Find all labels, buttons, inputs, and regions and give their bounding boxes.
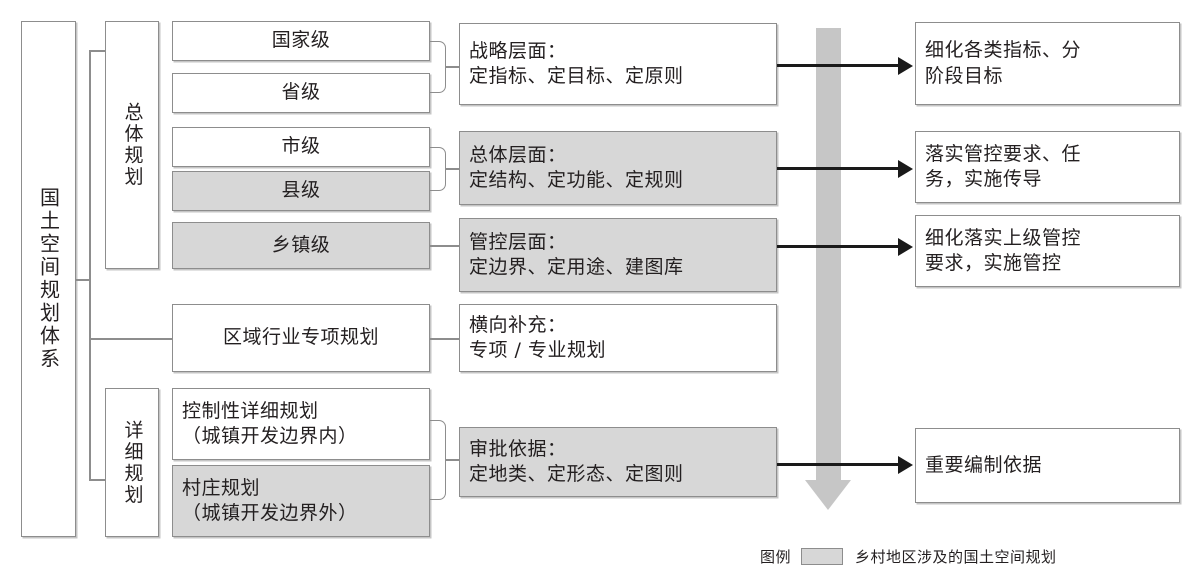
connector-level4-aspect2: [430, 245, 459, 247]
group-detailed-planning-label: 详细规划: [121, 419, 144, 506]
brace-levels-23: [430, 147, 446, 191]
aspect-label-2: 管控层面： 定边界、定用途、建图库: [469, 230, 684, 278]
outcome-box-1[interactable]: 落实管控要求、任 务，实施传导: [915, 131, 1180, 203]
detail-item-label-1: 村庄规划 （城镇开发边界外）: [182, 476, 358, 524]
detail-item-box-0[interactable]: 控制性详细规划 （城镇开发边界内）: [172, 388, 430, 460]
arrow-head-icon-0: [898, 57, 913, 75]
aspect-box-4[interactable]: 审批依据： 定地类、定形态、定图则: [459, 427, 777, 497]
level-box-4[interactable]: 乡镇级: [172, 222, 430, 269]
level-box-3[interactable]: 县级: [172, 171, 430, 211]
outcome-box-0[interactable]: 细化各类指标、分 阶段目标: [915, 22, 1180, 105]
legend-title: 图例: [760, 548, 792, 566]
arrow-head-icon-2: [898, 238, 913, 256]
detail-item-box-1[interactable]: 村庄规划 （城镇开发边界外）: [172, 465, 430, 537]
root-branch-spine: [89, 50, 91, 480]
special-planning-label: 区域行业专项规划: [222, 326, 379, 349]
arrow-line-3: [777, 463, 909, 467]
aspect-label-1: 总体层面： 定结构、定功能、定规则: [469, 143, 684, 191]
root-branch-to-detailed: [89, 479, 105, 481]
brace-levels-01-out: [445, 66, 459, 68]
aspect-box-2[interactable]: 管控层面： 定边界、定用途、建图库: [459, 218, 777, 292]
special-planning-box[interactable]: 区域行业专项规划: [172, 304, 430, 372]
transmission-arrow-head-icon: [805, 480, 851, 510]
group-overall-planning-box[interactable]: 总体规划: [105, 21, 159, 269]
legend: 图例 乡村地区涉及的国土空间规划: [760, 546, 1057, 567]
brace-levels-23-out: [445, 168, 459, 170]
arrow-line-0: [777, 64, 909, 68]
legend-swatch-icon: [801, 548, 844, 565]
connector-special-aspect3: [430, 338, 459, 340]
outcome-box-3[interactable]: 重要编制依据: [915, 428, 1180, 503]
arrow-head-icon-1: [898, 160, 913, 178]
aspect-box-0[interactable]: 战略层面： 定指标、定目标、定原则: [459, 23, 777, 105]
root-branch-stub: [76, 279, 90, 281]
level-label-0: 国家级: [271, 29, 331, 52]
brace-detail-items-out: [445, 459, 459, 461]
level-label-4: 乡镇级: [271, 233, 331, 256]
aspect-box-1[interactable]: 总体层面： 定结构、定功能、定规则: [459, 131, 777, 205]
root-node-box[interactable]: 国土空间规划体系: [21, 21, 76, 537]
level-label-3: 县级: [281, 179, 321, 202]
outcome-label-2: 细化落实上级管控 要求，实施管控: [925, 226, 1082, 274]
outcome-label-1: 落实管控要求、任 务，实施传导: [925, 142, 1082, 190]
group-overall-planning-label: 总体规划: [121, 102, 144, 188]
level-label-1: 省级: [281, 81, 321, 104]
transmission-arrow-shaft: [816, 28, 841, 480]
root-branch-to-special: [89, 338, 173, 340]
arrow-head-icon-3: [898, 456, 913, 474]
level-box-0[interactable]: 国家级: [172, 21, 430, 61]
brace-detail-items: [430, 420, 446, 500]
brace-levels-01: [430, 41, 446, 93]
group-detailed-planning-box[interactable]: 详细规划: [105, 388, 159, 537]
level-label-2: 市级: [281, 135, 321, 158]
aspect-label-0: 战略层面： 定指标、定目标、定原则: [469, 39, 684, 87]
aspect-label-4: 审批依据： 定地类、定形态、定图则: [469, 437, 684, 485]
arrow-line-2: [777, 245, 909, 249]
root-node-label: 国土空间规划体系: [36, 187, 61, 371]
outcome-label-3: 重要编制依据: [925, 453, 1043, 476]
legend-description: 乡村地区涉及的国土空间规划: [855, 548, 1057, 566]
aspect-box-3[interactable]: 横向补充： 专项 / 专业规划: [459, 304, 777, 372]
aspect-label-3: 横向补充： 专项 / 专业规划: [469, 313, 606, 361]
arrow-line-1: [777, 167, 909, 171]
root-branch-to-overall: [89, 50, 105, 52]
level-box-2[interactable]: 市级: [172, 127, 430, 167]
outcome-box-2[interactable]: 细化落实上级管控 要求，实施管控: [915, 215, 1180, 287]
level-box-1[interactable]: 省级: [172, 73, 430, 113]
detail-item-label-0: 控制性详细规划 （城镇开发边界内）: [182, 399, 358, 447]
outcome-label-0: 细化各类指标、分 阶段目标: [925, 39, 1082, 87]
